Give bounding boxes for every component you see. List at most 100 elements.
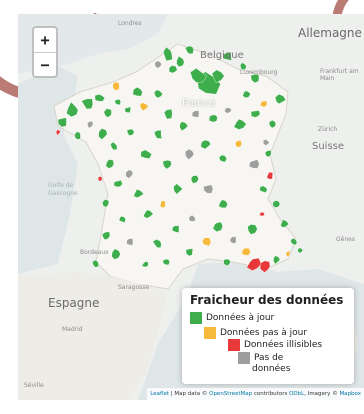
region-outdated[interactable] [202,237,212,247]
region-outdated[interactable] [235,140,242,148]
region-up-to-date[interactable] [105,159,115,169]
region-up-to-date[interactable] [111,248,121,260]
region-up-to-date[interactable] [259,185,268,193]
region-up-to-date[interactable] [164,109,173,120]
region-up-to-date[interactable] [101,231,111,241]
region-up-to-date[interactable] [273,255,281,265]
region-up-to-date[interactable] [74,131,81,140]
attribution-mapbox-link[interactable]: Mapbox [339,391,361,397]
region-no-data[interactable] [248,159,260,169]
attribution-leaflet-link[interactable]: Leaflet [150,391,170,397]
region-up-to-date[interactable] [124,106,131,113]
region-up-to-date[interactable] [240,62,247,71]
region-up-to-date[interactable] [66,101,79,118]
region-up-to-date[interactable] [190,175,199,184]
region-outdated[interactable] [241,247,251,256]
legend-label-unreadable: Données illisibles [244,340,323,350]
region-outdated[interactable] [159,200,166,209]
region-up-to-date[interactable] [268,120,277,129]
attribution-odbl-link[interactable]: ODbL [289,391,305,397]
zoom-out-button[interactable]: − [34,52,56,77]
region-up-to-date[interactable] [184,45,194,55]
region-up-to-date[interactable] [143,209,154,219]
region-outdated[interactable] [112,81,120,91]
region-up-to-date[interactable] [233,118,247,130]
region-unreadable[interactable] [266,171,274,180]
region-up-to-date[interactable] [264,150,272,158]
region-no-data[interactable] [87,120,94,129]
region-unreadable[interactable] [97,176,103,182]
region-up-to-date[interactable] [141,261,149,268]
region-up-to-date[interactable] [132,86,143,97]
region-up-to-date[interactable] [162,160,172,170]
legend: Fraicheur des données Données à jour Don… [182,288,354,384]
region-no-data[interactable] [229,236,237,244]
region-up-to-date[interactable] [114,99,121,106]
region-no-data[interactable] [154,60,162,69]
region-up-to-date[interactable] [211,69,225,84]
region-up-to-date[interactable] [110,141,118,150]
region-no-data[interactable] [126,238,134,246]
region-unreadable[interactable] [259,211,265,217]
region-up-to-date[interactable] [98,128,108,140]
region-up-to-date[interactable] [247,224,258,235]
region-up-to-date[interactable] [91,259,99,268]
region-outdated[interactable] [139,102,149,111]
region-up-to-date[interactable] [168,65,178,74]
region-unreadable[interactable] [55,129,61,136]
region-up-to-date[interactable] [133,188,145,199]
region-up-to-date[interactable] [272,200,281,208]
region-up-to-date[interactable] [176,55,185,68]
region-outdated[interactable] [260,100,268,108]
region-up-to-date[interactable] [57,117,67,128]
region-up-to-date[interactable] [242,90,251,99]
region-up-to-date[interactable] [218,199,228,209]
region-up-to-date[interactable] [153,129,162,139]
region-up-to-date[interactable] [113,179,123,188]
region-up-to-date[interactable] [94,94,106,102]
region-no-data[interactable] [262,138,270,146]
region-up-to-date[interactable] [126,128,135,136]
region-no-data[interactable] [202,184,214,194]
region-up-to-date[interactable] [162,258,171,266]
region-up-to-date[interactable] [280,219,289,228]
region-up-to-date[interactable] [222,51,232,61]
zoom-control: + − [32,26,58,78]
region-up-to-date[interactable] [290,237,298,246]
region-up-to-date[interactable] [250,73,260,84]
region-unreadable[interactable] [259,260,271,273]
region-up-to-date[interactable] [297,247,304,254]
region-up-to-date[interactable] [152,239,162,248]
region-no-data[interactable] [125,169,134,179]
region-up-to-date[interactable] [190,67,208,83]
region-no-data[interactable] [184,148,195,160]
region-up-to-date[interactable] [250,110,261,118]
label-madrid: Madrid [62,326,83,333]
region-up-to-date[interactable] [172,225,180,233]
region-no-data[interactable] [188,214,196,222]
region-up-to-date[interactable] [274,93,287,105]
region-up-to-date[interactable] [103,108,112,118]
region-up-to-date[interactable] [179,121,189,132]
region-up-to-date[interactable] [173,183,183,195]
regions-layer[interactable] [55,45,355,356]
region-no-data[interactable] [224,107,232,114]
region-up-to-date[interactable] [81,98,94,110]
region-up-to-date[interactable] [118,216,126,223]
region-up-to-date[interactable] [153,89,163,99]
zoom-in-button[interactable]: + [40,31,50,49]
region-up-to-date[interactable] [208,114,218,123]
region-up-to-date[interactable] [212,221,223,233]
region-up-to-date[interactable] [163,46,173,62]
region-up-to-date[interactable] [218,154,227,163]
region-unreadable[interactable] [246,257,262,272]
attribution-osm-link[interactable]: OpenStreetMap [209,391,253,397]
region-up-to-date[interactable] [200,139,212,150]
region-outdated[interactable] [285,251,291,258]
map-container[interactable]: Londres Belgique Luxembourg Allemagne Fr… [18,14,364,400]
region-up-to-date[interactable] [185,248,194,257]
region-up-to-date[interactable] [140,149,152,159]
region-up-to-date[interactable] [223,258,231,267]
region-no-data[interactable] [191,110,200,118]
region-up-to-date[interactable] [102,199,110,208]
